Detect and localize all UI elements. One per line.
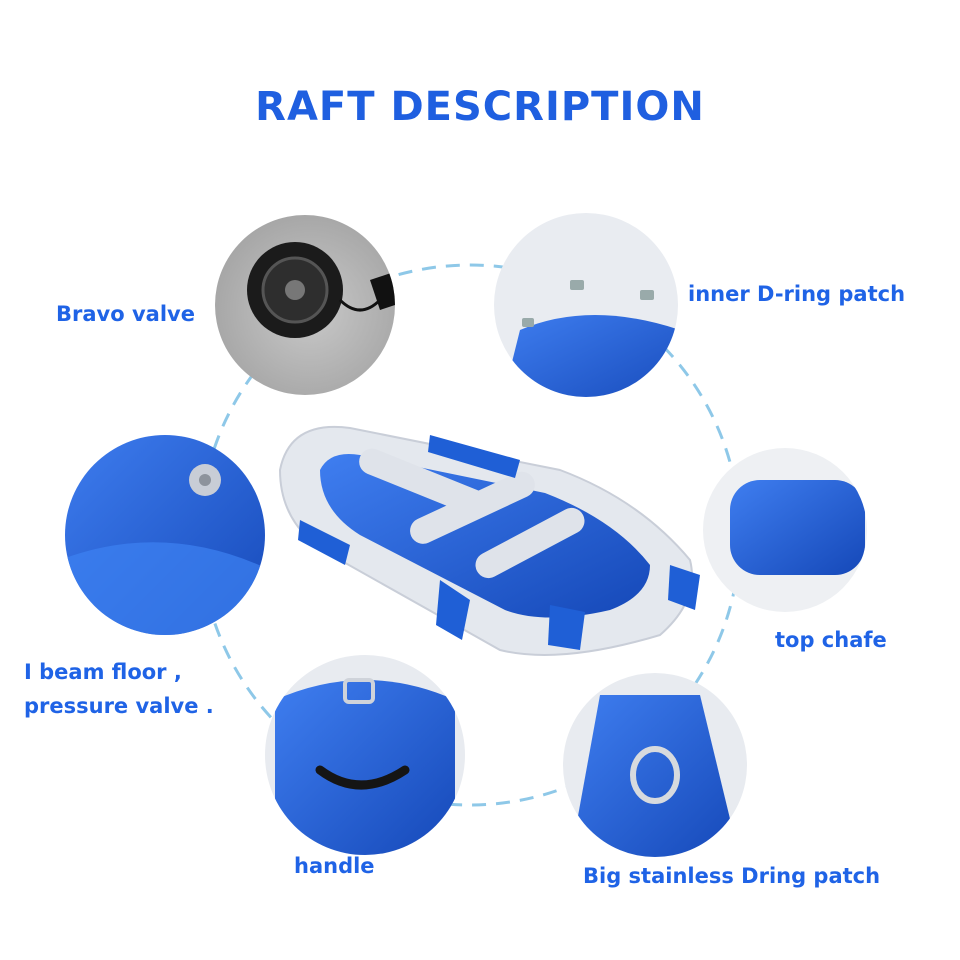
- label-pressure-valve: pressure valve .: [24, 694, 214, 718]
- inner-dring-photo: [494, 213, 678, 397]
- ibeam-floor-photo: [65, 435, 265, 635]
- bravo-valve-photo: [215, 215, 395, 395]
- label-inner-dring-patch: inner D-ring patch: [688, 282, 906, 306]
- top-chafe-photo: [703, 448, 867, 612]
- label-top-chafe: top chafe: [775, 628, 887, 652]
- label-big-dring-patch: Big stainless Dring patch: [583, 864, 881, 888]
- big-dring-photo: [563, 673, 747, 857]
- handle-photo: [265, 655, 465, 855]
- page-title: RAFT DESCRIPTION: [255, 84, 705, 130]
- label-ibeam-floor: I beam floor ,: [24, 660, 182, 684]
- label-handle: handle: [294, 854, 375, 878]
- raft-image: [278, 426, 700, 656]
- label-bravo-valve: Bravo valve: [56, 302, 195, 326]
